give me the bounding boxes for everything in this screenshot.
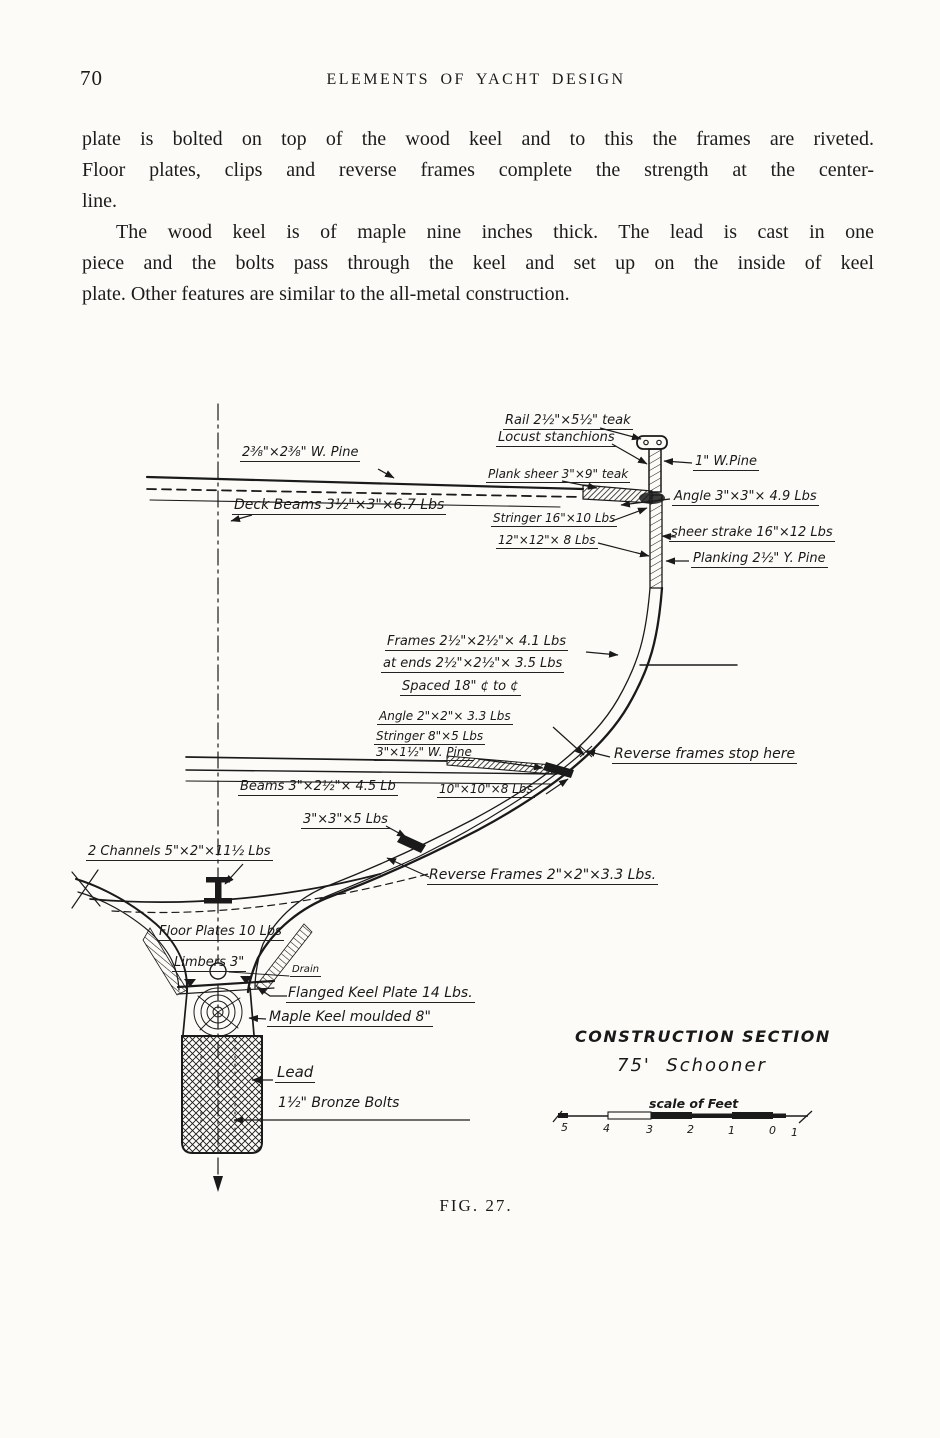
label-planking: Planking 2½" Y. Pine: [691, 551, 828, 569]
drawing-title: CONSTRUCTION SECTION: [575, 1027, 831, 1046]
label-frames-spacing: Spaced 18" ¢ to ¢: [400, 679, 521, 697]
scale-tick-1: 1: [728, 1124, 735, 1137]
label-stringer-8: Stringer 8"×5 Lbs: [374, 729, 486, 746]
label-maple-keel: Maple Keel moulded 8": [267, 1009, 433, 1028]
body-text: plate is bolted on top of the wood keel …: [82, 124, 874, 310]
section-break-marks: [71, 869, 101, 909]
figure-caption: FIG. 27.: [439, 1196, 513, 1215]
label-stringer-12: 12"×12"× 8 Lbs: [496, 533, 598, 550]
reverse-frame-line: [319, 751, 584, 900]
bulwark-planking: [648, 448, 662, 493]
label-wpine-stringer: 3"×1½" W. Pine: [374, 745, 474, 762]
paragraph-line: Floor plates, clips and reverse frames c…: [82, 159, 874, 181]
page-number: 70: [80, 66, 103, 90]
leader-lines: [224, 427, 693, 1124]
paragraph-line: line.: [82, 190, 117, 212]
hull-outer-line: [246, 586, 664, 994]
label-floor-plates: Floor Plates 10 Lbs: [157, 924, 284, 942]
scale-tick-0: 0: [769, 1124, 776, 1137]
label-bronze-bolts: 1½" Bronze Bolts: [278, 1095, 400, 1111]
label-angle-3x3x5: 3"×3"×5 Lbs: [301, 812, 390, 830]
centerline-arrow: [213, 1176, 223, 1192]
rail-cap: [636, 435, 668, 450]
running-header: ELEMENTS OF YACHT DESIGN: [326, 71, 626, 88]
bilge-angle-clip: [397, 834, 426, 853]
hull-inner-line: [254, 587, 651, 989]
paragraph-line: The wood keel is of maple nine inches th…: [116, 221, 874, 243]
label-frames: Frames 2½"×2½"× 4.1 Lbs: [385, 634, 569, 652]
label-sheer-strake: sheer strake 16"×12 Lbs: [669, 525, 835, 543]
label-angle-2x2: Angle 2"×2"× 3.3 Lbs: [377, 709, 513, 726]
floor-channels-ibeam: [204, 877, 232, 904]
label-frames-ends: at ends 2½"×2½"× 3.5 Lbs: [381, 656, 565, 674]
label-wpine-bulwark: 1" W.Pine: [693, 454, 759, 472]
scale-bar: [552, 1110, 813, 1124]
scale-tick-2: 2: [687, 1123, 694, 1136]
label-reverse-frames: Reverse Frames 2"×2"×3.3 Lbs.: [427, 867, 659, 886]
label-beams: Beams 3"×2½"× 4.5 Lb: [238, 779, 398, 797]
label-clamp-10x10: 10"×10"×8 Lbs: [437, 782, 535, 799]
drawing-subtitle: 75' Schooner: [617, 1055, 767, 1076]
keel-assembly: [142, 923, 313, 1154]
label-stanchions: Locust stanchions: [496, 430, 617, 448]
keel-bolt-lines: [200, 1039, 236, 1149]
hull-section: [71, 403, 738, 1192]
label-flanged-keel-plate: Flanged Keel Plate 14 Lbs.: [286, 985, 475, 1004]
scale-tick-5: 5: [561, 1121, 568, 1134]
label-stringer-16: Stringer 16"×10 Lbs: [491, 511, 618, 528]
label-channels: 2 Channels 5"×2"×11½ Lbs: [86, 844, 273, 862]
label-rail: Rail 2½"×5½" teak: [503, 413, 633, 431]
label-deck-beams: Deck Beams 3½"×3"×6.7 Lbs: [232, 497, 447, 516]
scale-tick-4: 4: [603, 1122, 610, 1135]
label-deck-angle: Angle 3"×3"× 4.9 Lbs: [672, 489, 819, 507]
scale-tick-extra-1: 1: [791, 1126, 798, 1139]
paragraph-line: piece and the bolts pass through the kee…: [82, 252, 874, 274]
sheer-strake-section: [649, 494, 663, 589]
limber-drain-hole: [209, 962, 227, 980]
label-reverse-frames-stop: Reverse frames stop here: [612, 746, 798, 765]
scale-caption: scale of Feet: [649, 1096, 739, 1111]
label-limbers: Limbers 3": [172, 955, 247, 973]
scale-tick-3: 3: [646, 1123, 653, 1136]
maple-keel-section: [182, 987, 255, 1036]
label-plank-sheer: Plank sheer 3"×9" teak: [486, 467, 631, 484]
label-lead: Lead: [275, 1063, 316, 1083]
label-deck-wpine: 2⅜"×2⅜" W. Pine: [240, 445, 361, 463]
paragraph-line: plate. Other features are similar to the…: [82, 283, 570, 305]
lead-keel-section: [181, 1035, 263, 1154]
label-drain: Drain: [290, 964, 322, 977]
paragraph-line: plate is bolted on top of the wood keel …: [82, 128, 874, 150]
